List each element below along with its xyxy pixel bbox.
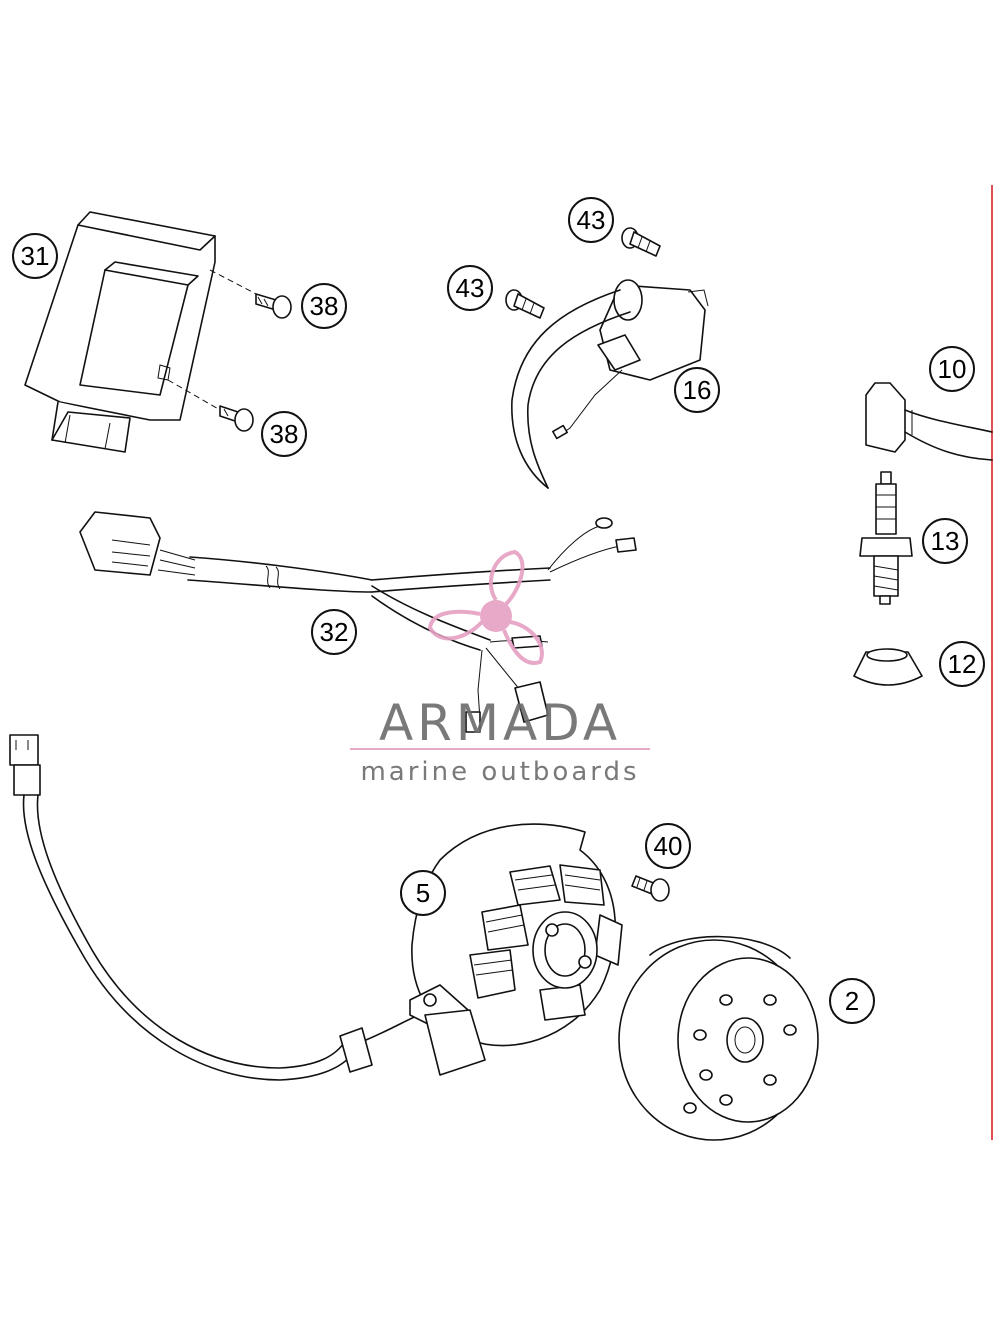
callout-10: 10 <box>929 346 975 392</box>
svg-text:31: 31 <box>21 241 50 271</box>
ignition-coil <box>511 279 709 489</box>
callout-38-lower: 38 <box>261 411 307 457</box>
screw-43-upper <box>621 227 661 257</box>
watermark-tagline: marine outboards <box>360 757 639 787</box>
flywheel <box>618 935 819 1141</box>
propeller-logo-icon <box>427 549 544 665</box>
callout-2: 2 <box>829 978 875 1024</box>
watermark-brand: ARMADA <box>379 694 621 752</box>
callout-43-upper: 43 <box>568 197 614 243</box>
stator-with-cable <box>9 734 623 1081</box>
svg-text:40: 40 <box>654 831 683 861</box>
svg-text:10: 10 <box>938 354 967 384</box>
callout-12: 12 <box>939 641 985 687</box>
spark-plug-cap <box>865 382 993 461</box>
screw-38-upper <box>255 293 292 319</box>
callout-43-lower: 43 <box>447 265 493 311</box>
svg-text:43: 43 <box>577 205 606 235</box>
cdi-control-unit <box>24 211 216 453</box>
svg-text:12: 12 <box>948 649 977 679</box>
callout-31: 31 <box>12 233 58 279</box>
svg-text:2: 2 <box>845 986 859 1016</box>
svg-text:5: 5 <box>416 878 430 908</box>
screw-38-lower <box>219 405 254 432</box>
screw-43-lower <box>505 289 545 319</box>
callout-5: 5 <box>400 870 446 916</box>
screw-40 <box>631 875 670 902</box>
callout-16: 16 <box>674 367 720 413</box>
callout-13: 13 <box>922 518 968 564</box>
svg-text:38: 38 <box>310 291 339 321</box>
grommet <box>853 648 923 686</box>
svg-text:43: 43 <box>456 273 485 303</box>
svg-text:16: 16 <box>683 375 712 405</box>
armada-watermark: ARMADA marine outboards <box>350 549 650 787</box>
callout-32: 32 <box>311 609 357 655</box>
svg-text:32: 32 <box>320 617 349 647</box>
svg-text:13: 13 <box>931 526 960 556</box>
spark-plug <box>859 471 913 605</box>
callout-38-upper: 38 <box>301 283 347 329</box>
callout-40: 40 <box>645 823 691 869</box>
svg-text:38: 38 <box>270 419 299 449</box>
stator-coils <box>469 864 623 1021</box>
